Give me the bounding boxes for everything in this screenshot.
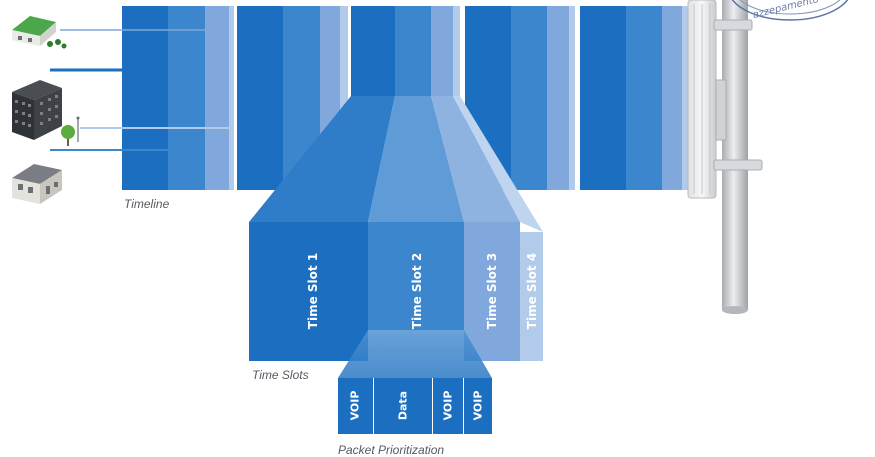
time-slot-3 bbox=[464, 222, 520, 361]
timeline-frame bbox=[580, 6, 688, 190]
packet-prioritization-caption: Packet Prioritization bbox=[338, 443, 445, 457]
timeline-frame-expanded bbox=[351, 6, 460, 96]
packet-voip-3 bbox=[464, 378, 492, 434]
time-slot-2-label: Time Slot 2 bbox=[410, 252, 424, 330]
time-slot-1-label: Time Slot 1 bbox=[306, 252, 320, 330]
packet-data-label: Data bbox=[396, 390, 410, 421]
time-slot-2 bbox=[368, 222, 464, 330]
packet-data bbox=[374, 378, 432, 434]
slot-expansion-fan bbox=[249, 96, 543, 232]
tree-icon bbox=[61, 116, 80, 146]
packet-voip-3-label: VOIP bbox=[471, 390, 485, 421]
packet-voip-1 bbox=[338, 378, 373, 434]
packet-expansion-fan bbox=[338, 330, 492, 378]
packet-voip-2 bbox=[433, 378, 463, 434]
farmhouse-icon bbox=[12, 16, 67, 49]
time-slot-3-label: Time Slot 3 bbox=[485, 252, 499, 330]
time-slots bbox=[249, 222, 543, 361]
stamp-seal bbox=[731, 0, 849, 21]
timeline-frames bbox=[50, 6, 688, 190]
time-slot-4-label: Time Slot 4 bbox=[525, 252, 539, 330]
antenna-pole-icon bbox=[687, 0, 763, 314]
office-building-icon bbox=[12, 80, 62, 140]
house-icon bbox=[12, 164, 62, 204]
packet-voip-2-label: VOIP bbox=[441, 390, 455, 421]
time-slot-1 bbox=[249, 222, 368, 361]
packets bbox=[338, 378, 492, 434]
timeline-caption: Timeline bbox=[124, 197, 170, 211]
timeline-frame bbox=[122, 6, 234, 190]
time-slot-4 bbox=[520, 232, 543, 361]
time-slots-caption: Time Slots bbox=[252, 368, 309, 382]
packet-voip-1-label: VOIP bbox=[348, 390, 362, 421]
